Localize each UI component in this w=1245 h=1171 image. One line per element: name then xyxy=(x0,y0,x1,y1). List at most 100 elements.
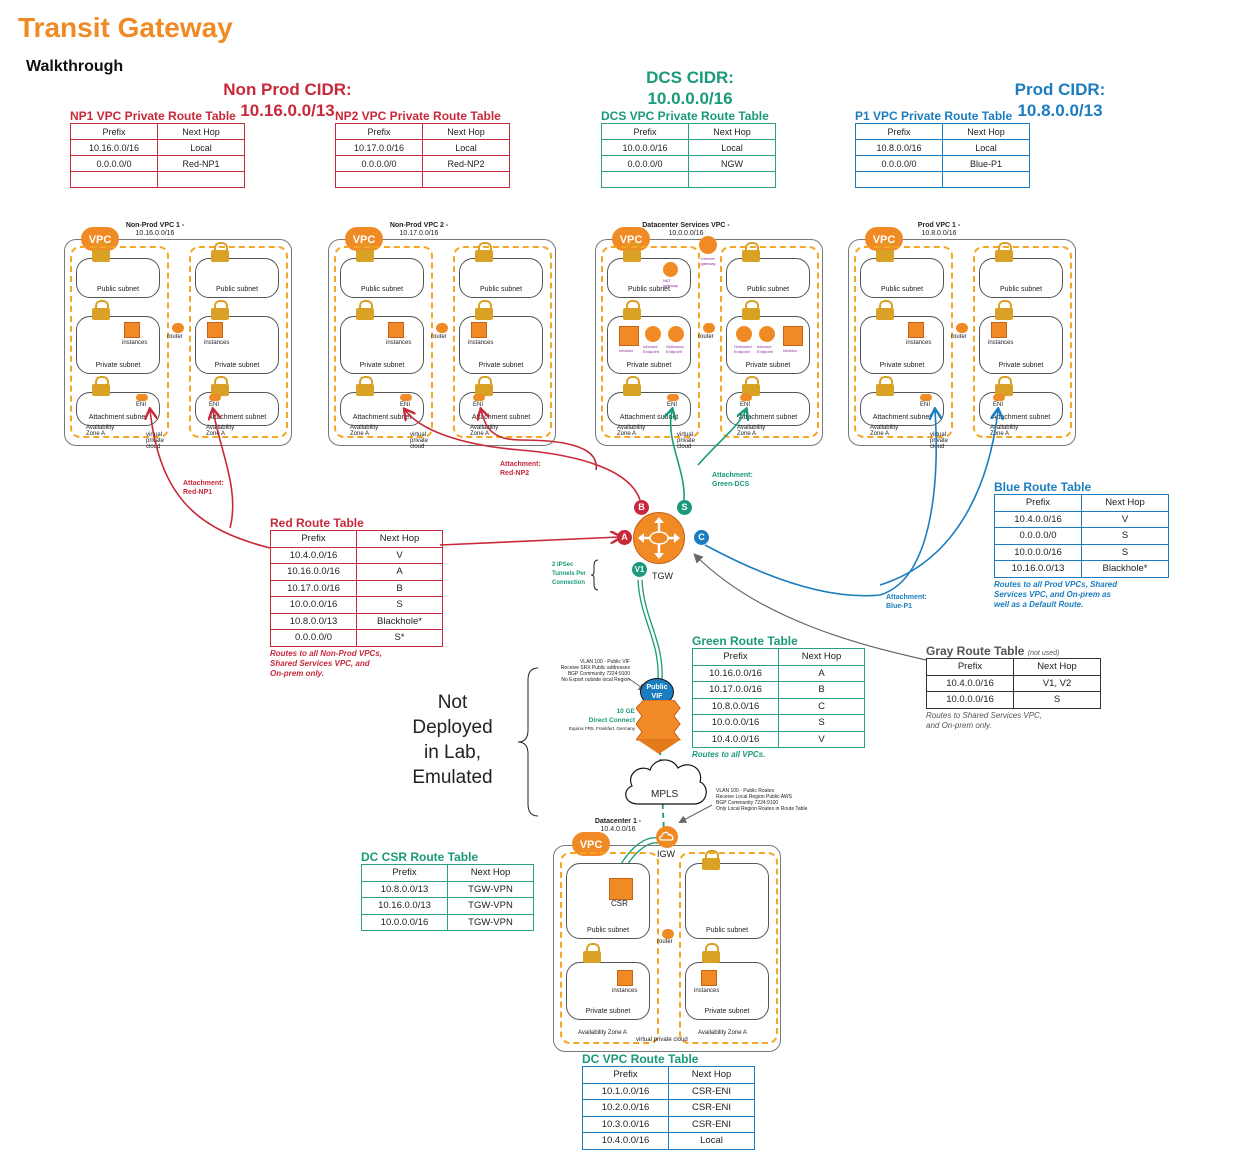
router-label: router xyxy=(657,939,673,945)
public-subnet[interactable]: Public subnet xyxy=(979,258,1063,298)
public-subnet[interactable]: Public subnet xyxy=(76,258,160,298)
router-icon xyxy=(172,323,184,333)
eni-icon[interactable] xyxy=(136,394,148,401)
attachment-subnet-label: Attachment subnet xyxy=(738,414,798,421)
vpc-cidr: 10.0.0.0/16 xyxy=(668,230,704,237)
next-hop-cell: Local xyxy=(668,1132,755,1150)
dc-az-right xyxy=(679,852,778,1044)
next-hop-cell: V xyxy=(1081,510,1169,528)
private-subnet-label: Private subnet xyxy=(214,362,260,369)
infoblox-icon xyxy=(783,326,803,346)
csr-router-icon[interactable] xyxy=(609,878,633,900)
direct-connect-location: Equinix FR5, Frankfurt, Germany xyxy=(568,726,635,731)
public-subnet-label: Public subnet xyxy=(479,286,523,293)
transit-gateway-icon[interactable] xyxy=(633,512,685,564)
lock-icon xyxy=(876,300,894,320)
page-title: Transit Gateway xyxy=(18,12,233,43)
column-header: Prefix xyxy=(926,658,1014,676)
public-subnet[interactable]: Public subnet xyxy=(860,258,944,298)
vpc-boundary xyxy=(328,239,556,446)
blue-p1-attachment-line-b xyxy=(879,410,998,586)
tgw-attachment-badge-v1[interactable]: V1 xyxy=(632,562,647,577)
az-label: Availability Zone A xyxy=(578,1030,627,1036)
public-subnet[interactable]: Public subnet xyxy=(459,258,543,298)
private-subnet[interactable]: Private subnet xyxy=(860,316,944,374)
dc-private-subnet-left[interactable]: Private subnet xyxy=(566,962,650,1020)
availability-zone-right xyxy=(189,246,288,438)
private-subnet[interactable]: Private subnet xyxy=(76,316,160,374)
inbound-endpoint-label: Inbound Endpoint xyxy=(643,344,659,354)
public-subnet[interactable]: Public subnet xyxy=(607,258,691,298)
vpc-title: Datacenter Services VPC -10.0.0.0/16 xyxy=(631,222,741,238)
direct-connect-icon xyxy=(636,700,681,754)
eni-icon[interactable] xyxy=(740,394,752,401)
dc-vpc-route-table-title: DC VPC Route Table xyxy=(582,1052,699,1066)
red-table-to-tgw-line xyxy=(439,537,620,546)
vpc-title: Non-Prod VPC 2 -10.17.0.0/16 xyxy=(364,222,474,238)
lock-icon xyxy=(92,300,110,320)
eni-label: ENI xyxy=(993,402,1004,408)
public-subnet[interactable]: Public subnet xyxy=(195,258,279,298)
lock-icon xyxy=(623,242,641,262)
public-subnet[interactable]: Public subnet xyxy=(726,258,810,298)
eni-icon[interactable] xyxy=(920,394,932,401)
eni-icon[interactable] xyxy=(400,394,412,401)
dc-public-subnet-right[interactable]: Public subnet xyxy=(685,863,769,939)
private-subnet-label: Private subnet xyxy=(626,362,672,369)
vpc-name: Non-Prod VPC 1 - xyxy=(125,222,185,229)
dc-private-subnet-right[interactable]: Private subnet xyxy=(685,962,769,1020)
public-subnet[interactable]: Public subnet xyxy=(340,258,424,298)
attachment-subnet-label: Attachment subnet xyxy=(471,414,531,421)
router-label: router xyxy=(167,334,183,340)
tgw-attachment-badge-c[interactable]: C xyxy=(694,530,709,545)
instances-label: instances xyxy=(122,340,148,346)
instances-icon xyxy=(388,322,404,338)
attachment-label-green-dcs: Attachment:Green-DCS xyxy=(712,472,753,488)
public-subnet-label: Public subnet xyxy=(215,286,259,293)
vpc-title: Non-Prod VPC 1 -10.16.0.0/16 xyxy=(100,222,210,238)
prod-cidr-heading: Prod CIDR: 10.8.0.0/13 xyxy=(1000,79,1120,121)
public-subnet-label: Public subnet xyxy=(96,286,140,293)
az-label: Availability Zone A xyxy=(990,425,1019,437)
availability-zone-right xyxy=(720,246,819,438)
next-hop-cell: B xyxy=(356,579,443,597)
nat-gateway-icon[interactable] xyxy=(663,262,678,277)
eni-label: ENI xyxy=(473,402,484,408)
tgw-attachment-badge-a[interactable]: A xyxy=(617,530,632,545)
vpc-cidr: 10.16.0.0/16 xyxy=(135,230,175,237)
tgw-attachment-badge-b[interactable]: B xyxy=(634,500,649,515)
internet-gateway-label: internet gateway xyxy=(700,256,716,266)
instances-label: instances xyxy=(612,988,638,994)
eni-icon[interactable] xyxy=(473,394,485,401)
prod-cidr-value: 10.8.0.0/13 xyxy=(1017,101,1103,120)
lock-icon xyxy=(742,376,760,396)
eni-icon[interactable] xyxy=(667,394,679,401)
tgw-attachment-badge-s[interactable]: S xyxy=(677,500,692,515)
dc-public-subnet-left[interactable]: Public subnet xyxy=(566,863,650,939)
availability-zone-left xyxy=(854,246,953,438)
eni-icon[interactable] xyxy=(993,394,1005,401)
igw-icon[interactable] xyxy=(656,826,678,848)
red-np1-attachment-line-b xyxy=(213,410,234,529)
ipsec-tunnel-line-b xyxy=(641,579,663,681)
next-hop-cell: S xyxy=(1081,527,1169,545)
column-header: Prefix xyxy=(692,648,779,666)
inbound-endpoint-icon xyxy=(759,326,775,342)
internet-gateway-icon[interactable] xyxy=(699,236,717,254)
column-header: Prefix xyxy=(994,494,1082,512)
column-header: Prefix xyxy=(582,1066,669,1084)
private-subnet[interactable]: Private subnet xyxy=(340,316,424,374)
next-hop-cell: B xyxy=(778,681,865,699)
eni-icon[interactable] xyxy=(209,394,221,401)
